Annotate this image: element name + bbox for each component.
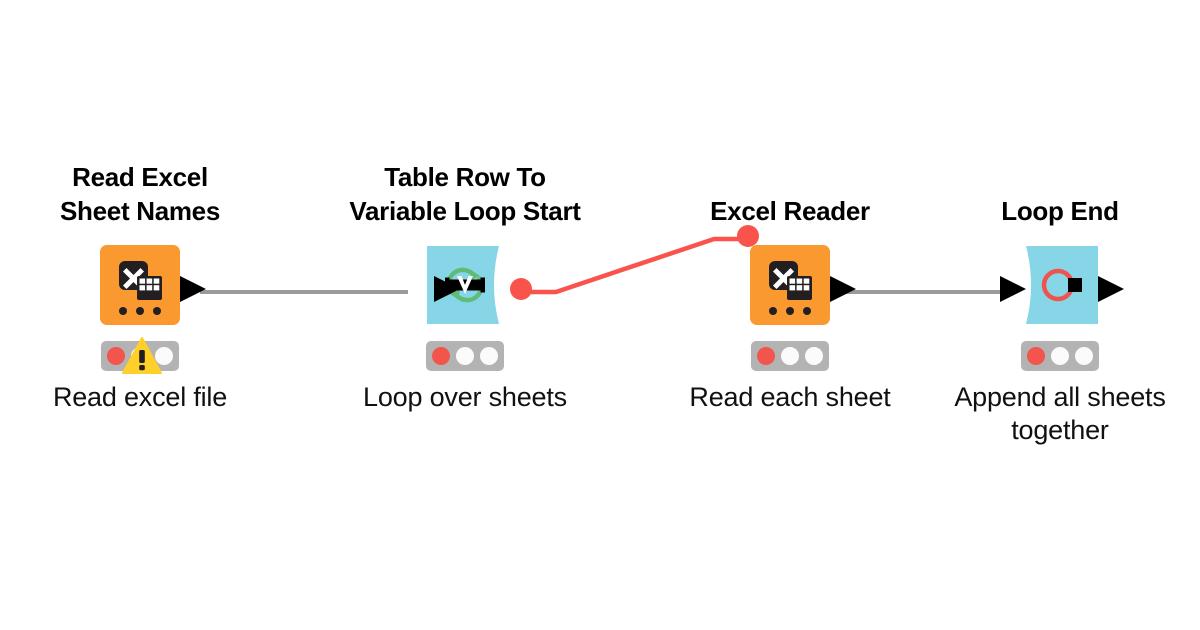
status-bar xyxy=(426,341,504,371)
status-lamp-green xyxy=(805,347,823,365)
node-shape-loop-end[interactable] xyxy=(1020,245,1100,325)
input-port-data-arrow[interactable] xyxy=(1000,276,1028,302)
node-title: Table Row To Variable Loop Start xyxy=(349,162,581,226)
node-description: Read each sheet xyxy=(689,382,891,412)
node-description: Loop over sheets xyxy=(363,382,567,412)
node-table-row-to-variable-loop-start[interactable]: Table Row To Variable Loop Start xyxy=(335,160,595,414)
node-status xyxy=(660,341,920,375)
status-bar xyxy=(1021,341,1099,371)
node-shape-loop-start[interactable] xyxy=(425,245,505,325)
node-loop-end[interactable]: Loop End xyxy=(930,194,1190,447)
node-options-dots xyxy=(119,307,161,315)
node-description: Read excel file xyxy=(52,382,228,412)
status-lamp-red xyxy=(432,347,450,365)
node-excel-reader[interactable]: Excel Reader xyxy=(660,194,920,414)
status-lamp-green xyxy=(480,347,498,365)
input-port-flow-variable[interactable] xyxy=(737,225,759,247)
status-lamp-green xyxy=(1075,347,1093,365)
input-port-data-arrow[interactable] xyxy=(434,276,462,302)
node-status xyxy=(10,337,270,375)
status-bar xyxy=(751,341,829,371)
node-body[interactable] xyxy=(10,245,270,331)
status-lamp-red xyxy=(107,347,125,365)
node-body[interactable] xyxy=(660,225,920,331)
status-lamp-amber xyxy=(781,347,799,365)
node-shape-rounded-rect[interactable] xyxy=(750,245,830,325)
output-port-data-arrow[interactable] xyxy=(180,276,208,302)
node-status xyxy=(335,341,595,375)
status-lamp-amber xyxy=(1051,347,1069,365)
node-title: Read Excel Sheet Names xyxy=(60,162,220,226)
status-lamp-green xyxy=(155,347,173,365)
node-body[interactable] xyxy=(930,245,1190,331)
warning-triangle-icon[interactable] xyxy=(122,337,162,375)
node-description: Append all sheets together xyxy=(954,382,1166,445)
excel-sheet-icon xyxy=(769,261,812,300)
node-title: Excel Reader xyxy=(710,196,870,226)
status-lamp-amber xyxy=(456,347,474,365)
node-options-dots xyxy=(769,307,811,315)
node-body[interactable] xyxy=(335,245,595,331)
output-port-data-arrow[interactable] xyxy=(830,276,858,302)
output-port-flow-variable[interactable] xyxy=(510,278,532,300)
excel-sheet-icon xyxy=(119,261,162,300)
node-read-excel-sheet-names[interactable]: Read Excel Sheet Names xyxy=(10,160,270,414)
output-port-data-arrow[interactable] xyxy=(1098,276,1126,302)
loop-end-icon xyxy=(1041,268,1082,302)
status-lamp-red xyxy=(1027,347,1045,365)
node-title: Loop End xyxy=(1001,196,1119,226)
status-lamp-red xyxy=(757,347,775,365)
node-status xyxy=(930,341,1190,375)
node-shape-rounded-rect[interactable] xyxy=(100,245,180,325)
